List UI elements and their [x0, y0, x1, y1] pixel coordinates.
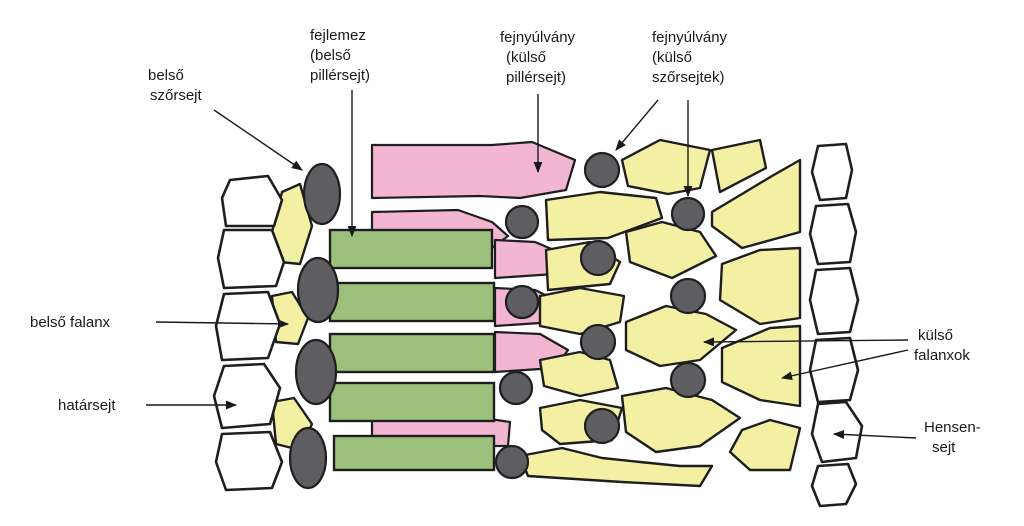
border-cell [212, 362, 282, 430]
border-cell [220, 174, 284, 228]
label-belso-falanx: belső falanx [30, 314, 111, 331]
hensen-cell [810, 142, 854, 202]
outer-phalanx [538, 286, 626, 336]
hensen-cell [808, 266, 860, 336]
pointer-belso-szorsejt [213, 109, 303, 171]
outer-hair-cell [504, 284, 540, 320]
outer-hair-cell [498, 370, 534, 406]
pointer-hensen-sejt [832, 430, 917, 439]
outer-hair-cell [583, 407, 621, 445]
outer-phalanx [620, 138, 712, 196]
border-cell [214, 290, 282, 362]
outer-hair-cell [669, 361, 707, 399]
label-pointers [146, 90, 917, 439]
outer-hair-cell [670, 196, 706, 232]
label-kulso-falanxok: külső falanxok [914, 327, 970, 364]
outer-phalanx [718, 246, 802, 326]
head-plate-2 [328, 281, 496, 323]
border-cell [216, 228, 286, 290]
outer-hair-cell [579, 323, 617, 361]
border-cell [214, 430, 284, 492]
hensen-cell [810, 462, 858, 508]
pointer-kulso-falanxok-b [780, 349, 909, 381]
hensen-cell [808, 336, 860, 404]
outer-phalanx [544, 190, 664, 242]
head-plate-5 [332, 434, 496, 472]
outer-hair-cell [494, 444, 530, 480]
label-fejnyulvany-szorsejtek: fejnyúlvány (külső szőrsejtek) [652, 29, 731, 86]
outer-hair-cell [504, 204, 540, 240]
inner-hair-cells [288, 162, 342, 490]
head-plate-4 [328, 381, 496, 423]
pointer-kulso-falanxok-a [702, 337, 909, 347]
inner-hair-cell [294, 338, 338, 406]
outer-hair-cell [579, 239, 617, 277]
hensen-cell [810, 400, 864, 464]
outer-phalanx [518, 446, 714, 488]
outer-phalanx [710, 158, 802, 250]
label-hatarsejt: határsejt [58, 397, 116, 414]
outer-phalanx [728, 418, 802, 472]
labels: belső szőrsejt fejlemez (belső pillérsej… [30, 27, 985, 456]
label-hensen-sejt: Hensen- sejt [924, 419, 985, 456]
inner-hair-cell [302, 162, 342, 226]
head-plate-1 [328, 228, 494, 270]
outer-phalanges [518, 138, 802, 488]
outer-phalanx [624, 304, 738, 368]
hensen-cells [808, 142, 864, 508]
head-plate-3 [328, 332, 496, 374]
hensen-cell [808, 202, 858, 266]
inner-hair-cell [288, 426, 328, 490]
label-fejlemez: fejlemez (belső pillérsejt) [310, 27, 370, 84]
outer-hair-cells [494, 151, 707, 480]
outer-hair-cell [583, 151, 621, 189]
label-fejnyulvany-pillersejt: fejnyúlvány (külső pillérsejt) [500, 29, 579, 86]
outer-phalanx [624, 220, 718, 280]
outer-phalanx [720, 324, 802, 408]
pink-pillar-head-1 [370, 140, 577, 200]
label-belso-szorsejt: belső szőrsejt [148, 67, 203, 104]
outer-hair-cell [669, 277, 707, 315]
outer-phalanx [620, 386, 742, 454]
head-plates [328, 228, 496, 472]
outer-phalanx [538, 350, 620, 398]
border-cells [212, 174, 286, 492]
pointer-fejnyulvany-szorsejtek-a [615, 99, 659, 151]
pointer-belso-falanx [155, 319, 290, 329]
inner-hair-cell [296, 256, 340, 324]
outer-phalanx [710, 138, 768, 194]
